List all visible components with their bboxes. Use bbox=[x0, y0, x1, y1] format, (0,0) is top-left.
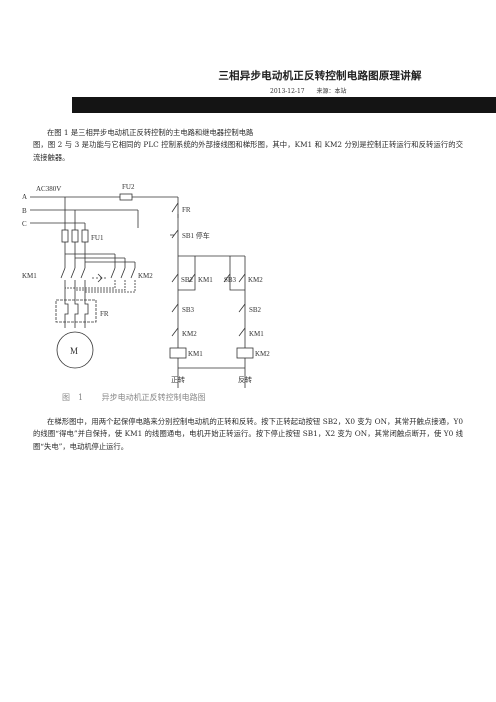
figure-caption: 图 1 异步电动机正反转控制电路图 bbox=[62, 392, 206, 403]
label-phase-c: C bbox=[22, 220, 27, 228]
label-coil-km1: KM1 bbox=[188, 350, 203, 358]
article-title: 三相异步电动机正反转控制电路图原理讲解 bbox=[218, 70, 422, 82]
body-paragraph: 在梯形图中，用两个起保停电路来分别控制电动机的正转和反转。按下正转起动按钮 SB… bbox=[33, 417, 463, 451]
label-coil-km2: KM2 bbox=[255, 350, 270, 358]
label-sb1: SB1 停车 bbox=[182, 231, 210, 240]
label-sb3: SB3 bbox=[224, 276, 237, 284]
coil-km1 bbox=[169, 347, 187, 359]
figure-title: 异步电动机正反转控制电路图 bbox=[101, 393, 206, 402]
header-bar bbox=[72, 97, 496, 113]
label-fr-ctrl: FR bbox=[182, 206, 191, 214]
thermal-relay-fr bbox=[55, 299, 97, 323]
intro-paragraph: 在图 1 是三相异步电动机正反转控制的主电路和继电器控制电路 图，图 2 与 3… bbox=[33, 127, 463, 164]
label-km1-interlock: KM1 bbox=[249, 330, 264, 338]
label-km1-main: KM1 bbox=[22, 272, 37, 280]
label-forward: 正转 bbox=[171, 375, 185, 384]
label-km2-hold: KM2 bbox=[248, 276, 263, 284]
label-phase-b: B bbox=[22, 207, 27, 215]
label-sb2-nc: SB2 bbox=[249, 306, 262, 314]
coil-km2 bbox=[236, 347, 254, 359]
article-meta: 2013-12-17 来源：本站 bbox=[270, 86, 357, 95]
label-reverse: 反转 bbox=[238, 375, 252, 384]
label-motor: M bbox=[70, 346, 78, 356]
label-km2-interlock: KM2 bbox=[182, 330, 197, 338]
label-phase-a: A bbox=[22, 193, 27, 201]
label-sb2: SB2 bbox=[181, 276, 194, 284]
figure-label: 图 1 bbox=[62, 393, 84, 402]
label-fu1: FU1 bbox=[91, 234, 104, 242]
article-source: 来源：本站 bbox=[316, 88, 347, 95]
motor-m bbox=[56, 331, 94, 369]
fuse-fu2 bbox=[119, 193, 133, 201]
fuse-fu1-a bbox=[61, 229, 69, 243]
article-date: 2013-12-17 bbox=[270, 88, 305, 95]
label-sb3-nc: SB3 bbox=[182, 306, 195, 314]
label-fr-main: FR bbox=[100, 310, 109, 318]
label-km1-hold: KM1 bbox=[198, 276, 213, 284]
fuse-fu1-c bbox=[81, 229, 89, 243]
label-km2-main: KM2 bbox=[138, 272, 153, 280]
intro-line-2: 图，图 2 与 3 是功能与它相同的 PLC 控制系统的外部接线图和梯形图，其中… bbox=[33, 140, 463, 162]
fuse-fu1-b bbox=[71, 229, 79, 243]
intro-line-1: 在图 1 是三相异步电动机正反转控制的主电路和继电器控制电路 bbox=[47, 128, 254, 137]
circuit-diagram: A B C AC380V FU2 FU1 KM1 KM2 FR M FR SB1… bbox=[22, 183, 270, 388]
label-ac380v: AC380V bbox=[36, 185, 61, 193]
label-fu2: FU2 bbox=[122, 183, 135, 191]
